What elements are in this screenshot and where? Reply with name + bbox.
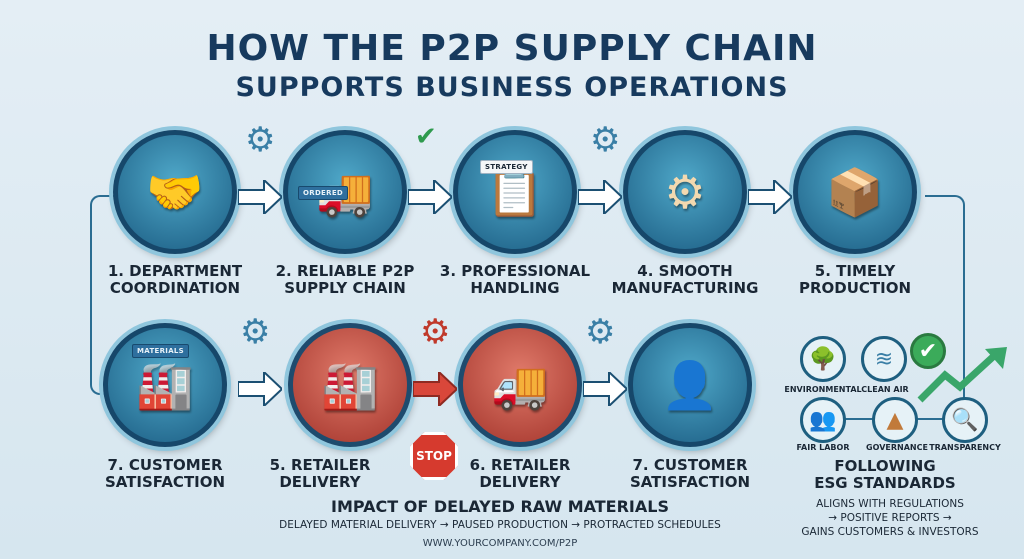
title-line-2: SUPPORTS BUSINESS OPERATIONS — [235, 72, 789, 103]
document-search-icon: 🔍 — [942, 397, 988, 443]
step-label: 5. TIMELY PRODUCTION — [798, 262, 912, 297]
step-label: 4. SMOOTH MANUFACTURING — [611, 262, 759, 297]
arrow-right-icon — [583, 372, 627, 406]
arrow-right-icon — [578, 180, 622, 214]
esg-benefit-line: GAINS CUSTOMERS & INVESTORS — [801, 526, 979, 538]
arrow-right-icon — [238, 180, 282, 214]
step-customer-satisfaction: 👤 — [628, 323, 752, 447]
gear-icon: ⚙ — [240, 312, 271, 352]
check-icon: ✔ — [910, 333, 946, 369]
arrow-right-icon — [238, 372, 282, 406]
esg-label: TRANSPARENCY — [929, 443, 1001, 452]
factory-funnel-icon: 🏭 — [321, 357, 379, 412]
robot-arm-conveyor-icon: ⚙ — [664, 165, 706, 219]
esg-label: FAIR LABOR — [796, 443, 850, 452]
impact-title: IMPACT OF DELAYED RAW MATERIALS — [331, 497, 669, 516]
gear-icon: ⚙ — [245, 120, 276, 160]
store-truck-icon: 🚚 — [491, 357, 549, 412]
step-label: 1. DEPARTMENT COORDINATION — [107, 262, 243, 297]
step-customer-satisfaction-materials: 🏭 — [103, 323, 227, 447]
delay-arrow-icon — [413, 372, 457, 406]
governance-table-icon: ▲ — [872, 397, 918, 443]
step-label: 7. CUSTOMER SATISFACTION — [104, 456, 226, 491]
esg-label: GOVERNANCE — [866, 443, 928, 452]
title-line-1: HOW THE P2P SUPPLY CHAIN — [206, 28, 818, 69]
trend-up-arrow-icon — [917, 347, 1007, 403]
step-label: 3. PROFESSIONAL HANDLING — [439, 262, 591, 297]
left-loop-connector — [90, 195, 114, 395]
company-url[interactable]: WWW.YOURCOMPANY.COM/P2P — [422, 538, 578, 549]
esg-benefit-line: → POSITIVE REPORTS → — [828, 512, 952, 524]
step-label: 2. RELIABLE P2P SUPPLY CHAIN — [275, 262, 415, 297]
esg-title: FOLLOWING ESG STANDARDS — [780, 458, 990, 492]
strategy-document-badge: STRATEGY — [480, 160, 533, 174]
step-label: 5. RETAILER DELIVERY — [269, 456, 371, 491]
right-loop-connector — [925, 195, 965, 420]
esg-benefit-line: ALIGNS WITH REGULATIONS — [816, 498, 964, 510]
esg-title-line-1: FOLLOWING — [834, 457, 936, 475]
ordered-container-badge: ORDERED — [298, 186, 349, 200]
gear-icon: ⚙ — [585, 312, 616, 352]
boxes-calendar-icon: 📦 — [826, 164, 884, 219]
gear-icon: ⚙ — [590, 120, 621, 160]
arrow-right-icon — [748, 180, 792, 214]
step-label: 7. CUSTOMER SATISFACTION — [629, 456, 751, 491]
tree-icon: 🌳 — [800, 336, 846, 382]
wind-icon: ≋ — [861, 336, 907, 382]
step-retailer-delivery-delayed: 🏭 — [288, 323, 412, 447]
factory-materials-icon: 🏭 — [136, 357, 194, 412]
step-retailer-delivery: 🚚 — [458, 323, 582, 447]
step-department-coordination: 🤝 — [113, 130, 237, 254]
impact-chain: DELAYED MATERIAL DELIVERY → PAUSED PRODU… — [279, 519, 721, 531]
check-truck-icon: ✔ — [415, 122, 437, 152]
customer-rating-icon: 👤 — [661, 357, 719, 412]
step-timely-production: 📦 — [793, 130, 917, 254]
esg-title-line-2: ESG STANDARDS — [814, 474, 956, 492]
arrow-right-icon — [408, 180, 452, 214]
people-icon: 👥 — [800, 397, 846, 443]
materials-badge: MATERIALS — [132, 344, 190, 358]
esg-benefits: ALIGNS WITH REGULATIONS → POSITIVE REPOR… — [780, 497, 1000, 539]
broken-gear-icon: ⚙ — [420, 312, 451, 352]
esg-label: ENVIRONMENTAL — [784, 385, 862, 394]
stop-sign: STOP — [410, 432, 458, 480]
step-label: 6. RETAILER DELIVERY — [469, 456, 571, 491]
esg-label: CLEAN AIR — [861, 385, 909, 394]
handshake-puzzle-icon: 🤝 — [146, 164, 204, 219]
step-smooth-manufacturing: ⚙ — [623, 130, 747, 254]
step-professional-handling: 📋 — [453, 130, 577, 254]
